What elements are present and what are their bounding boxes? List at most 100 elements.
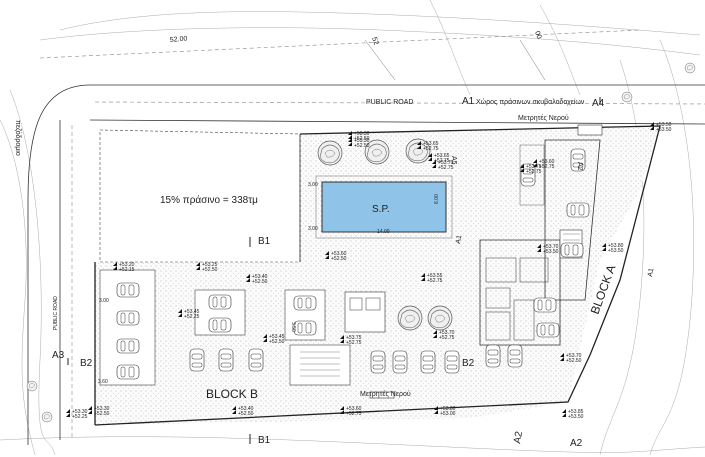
level-lower: +52.50 [269, 339, 285, 345]
level-marker: +53.40+52.50 [246, 274, 268, 285]
level-upper: +53.65 [434, 153, 450, 159]
block-a [479, 139, 601, 346]
pool-depth-dim: 6.00 [434, 194, 440, 204]
level-lower: +52.50 [331, 256, 347, 262]
level-upper: +53.60 [331, 251, 347, 257]
road-52-label: 52 [370, 36, 379, 46]
level-upper: +53.40 [252, 274, 268, 280]
level-upper: +53.75 [346, 335, 362, 341]
level-lower: +52.50 [252, 279, 268, 285]
section-a2-c: A2 [570, 438, 583, 449]
swimming-pool [315, 175, 453, 239]
section-a5: A5 [450, 156, 457, 165]
level-upper: +53.30 [94, 406, 110, 412]
level-marker: +53.30+52.25 [66, 409, 88, 420]
level-lower: +52.75 [439, 335, 455, 341]
level-marker: +53.70+53.50 [537, 244, 559, 255]
level-upper: +53.60 [346, 406, 362, 412]
level-lower: +52.75 [427, 278, 443, 284]
level-upper: +53.40 [238, 406, 254, 412]
level-lower: +52.50 [94, 411, 110, 417]
level-upper: +53.45 [269, 334, 285, 340]
pool-width-dim: 14.00 [377, 229, 390, 235]
dim-3-00-a: 3.00 [308, 182, 318, 188]
level-lower: +52.75 [434, 158, 450, 164]
green-area [99, 129, 301, 263]
section-a1-top: A1 [462, 96, 475, 107]
section-a3: A3 [52, 350, 65, 361]
level-lower: +53.50 [608, 248, 624, 254]
level-lower: +52.75 [346, 411, 362, 417]
level-marker: +53.45+52.50 [263, 334, 285, 345]
public-road-label: PUBLIC ROAD [366, 99, 413, 106]
level-upper: +53.30 [354, 131, 370, 137]
section-b2-left: B2 [80, 358, 93, 369]
section-a2-b: A2 [512, 430, 525, 444]
level-lower: +52.50 [202, 267, 218, 273]
level-marker: +53.65+52.75 [428, 153, 450, 164]
level-marker: +53.75+52.75 [340, 335, 362, 346]
dim-3-50: 3.50 [290, 322, 296, 332]
block-b [99, 269, 523, 386]
level-marker: +53.25+52.50 [196, 262, 218, 273]
level-marker: +53.60+52.50 [325, 251, 347, 262]
dim-3-00-c: 3.00 [99, 298, 109, 304]
section-b2-mid: B2 [462, 358, 475, 369]
level-marker: +53.40+52.50 [232, 406, 254, 417]
level-marker: +53.60+52.75 [533, 159, 555, 170]
level-lower: +52.75 [526, 169, 542, 175]
section-a1-right: A1 [647, 268, 655, 278]
water-meters-top-label: Μετρητές Νερού [518, 114, 569, 122]
level-upper: +53.80 [608, 243, 624, 249]
level-lower: +52.15 [119, 267, 135, 273]
water-meter-box-top [577, 124, 603, 136]
water-meter-box-bottom [369, 391, 395, 399]
green-area-note: 15% πράσινο = 338τμ [160, 194, 258, 206]
level-marker: +53.80+53.50 [602, 243, 624, 254]
level-lower: +53.00 [440, 411, 456, 417]
level-lower: +53.50 [568, 414, 584, 420]
level-upper: +53.30 [354, 138, 370, 144]
section-a1-mid: A1 [455, 235, 463, 245]
level-lower: +52.50 [566, 358, 582, 364]
level-lower: +52.50 [354, 143, 370, 149]
level-upper: +53.60 [539, 159, 555, 165]
level-upper: +53.20 [119, 262, 135, 268]
section-a4: A4 [592, 98, 605, 109]
section-a2-a: A2 [576, 162, 583, 171]
level-upper: +53.55 [427, 273, 443, 279]
side-street-label: πεζόδρομιο [14, 120, 22, 156]
level-marker: +53.20+52.15 [113, 262, 135, 273]
level-marker: +53.65+52.75 [417, 141, 439, 152]
level-upper: +53.70 [439, 330, 455, 336]
level-marker: +53.30+52.50 [88, 406, 110, 417]
waste-area-label: Χώρος πράσινων σκυβαλοδοχείων [476, 98, 585, 106]
level-upper: +53.70 [438, 160, 454, 166]
level-lower: +52.75 [438, 165, 454, 171]
level-upper: +53.65 [423, 141, 439, 147]
level-lower: +52.25 [184, 314, 200, 320]
level-upper: +53.70 [543, 244, 559, 250]
public-road-left-label: PUBLIC ROAD [53, 296, 59, 330]
level-lower: +52.75 [423, 146, 439, 152]
road-top-number: 52.00 [170, 35, 188, 44]
section-b1-b: B1 [258, 435, 271, 446]
level-upper: +53.50 [656, 122, 672, 128]
level-lower: +53.50 [543, 249, 559, 255]
level-upper: +53.75 [526, 164, 542, 170]
level-lower: +52.75 [539, 164, 555, 170]
water-meters-bottom-label: Μετρητές Νερού [360, 390, 411, 398]
level-upper: +53.70 [566, 353, 582, 359]
level-marker: +53.30+52.50 [348, 131, 370, 142]
level-upper: +53.80 [440, 406, 456, 412]
level-marker: +53.50+53.50 [650, 122, 672, 133]
level-marker: +53.30+52.50 [348, 138, 370, 149]
level-marker: +53.45+52.25 [178, 309, 200, 320]
dim-3-00-b: 3.00 [308, 226, 318, 232]
level-upper: +53.85 [568, 409, 584, 415]
section-markers [67, 97, 601, 444]
level-marker: +53.60+52.75 [340, 406, 362, 417]
level-lower: +52.75 [346, 340, 362, 346]
level-marker: +53.55+52.75 [421, 273, 443, 284]
